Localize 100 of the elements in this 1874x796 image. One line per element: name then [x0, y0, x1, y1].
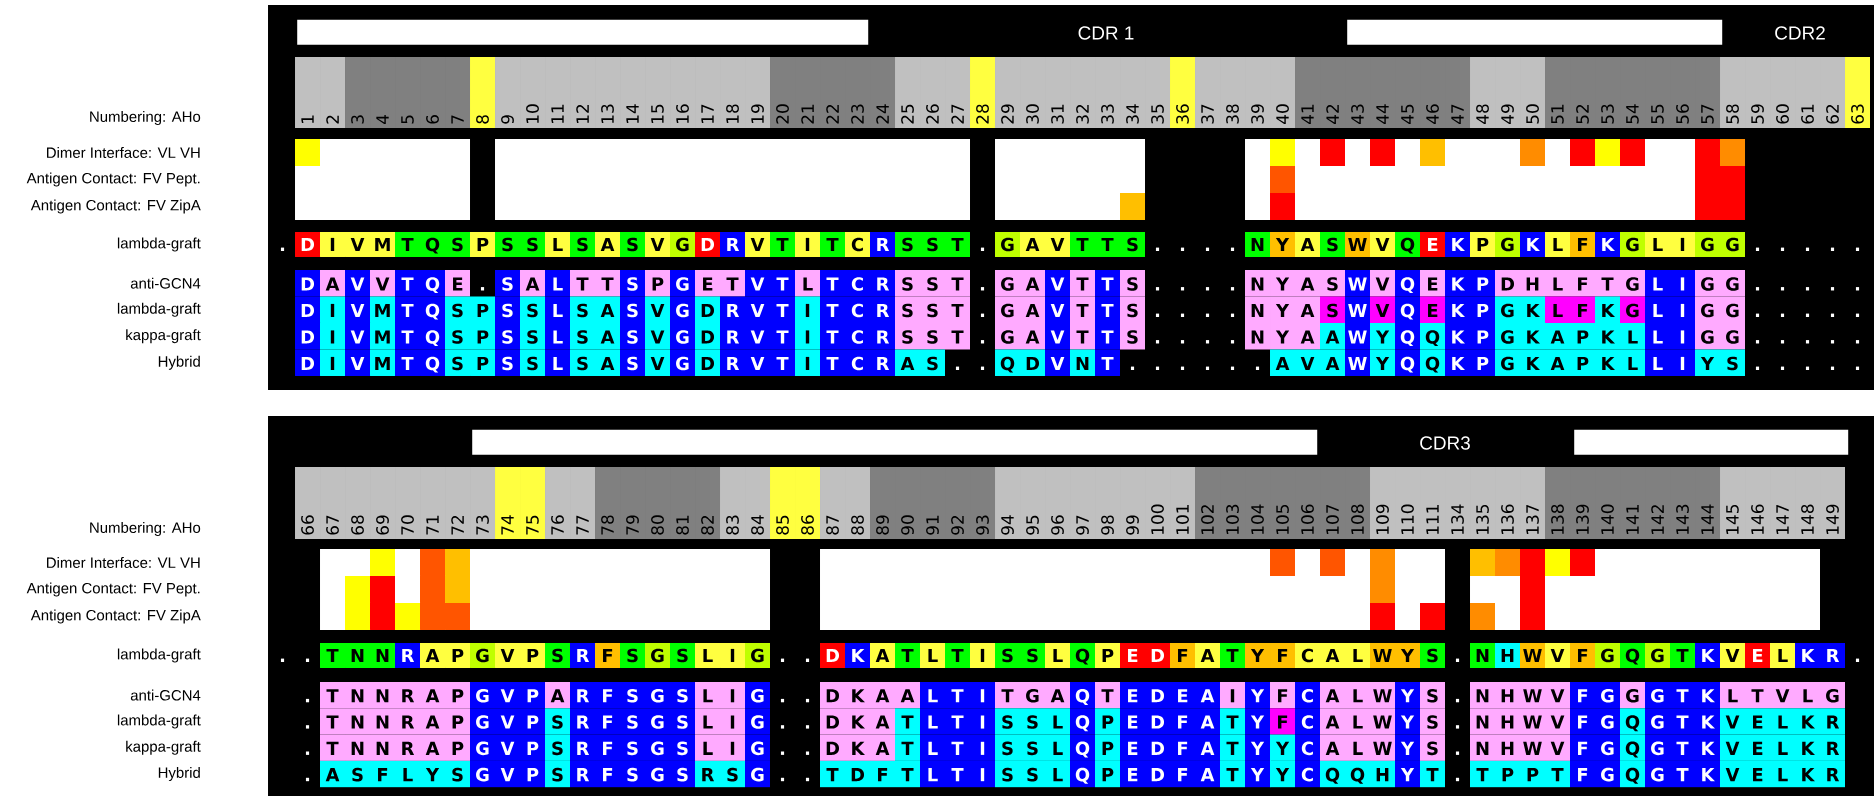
residue-cell: P: [1495, 760, 1520, 788]
residue-cell: Y: [1270, 760, 1295, 788]
residue-cell: T: [820, 760, 845, 788]
number-cell: 66: [295, 467, 320, 539]
residue-cell: L: [1770, 760, 1795, 788]
gap-dot: .: [1805, 287, 1810, 291]
residue-cell: G: [1495, 296, 1520, 323]
residue-cell: K: [1445, 232, 1470, 257]
number-cell: 145: [1720, 467, 1745, 539]
residue-cell: A: [420, 682, 445, 709]
residue-cell: E: [1120, 734, 1145, 761]
residue-cell: Y: [1270, 296, 1295, 323]
residue-cell: T: [1670, 708, 1695, 735]
residue-cell: Q: [1070, 643, 1095, 668]
residue-cell: P: [1095, 708, 1120, 735]
residue-cell: L: [695, 682, 720, 709]
gap-dot: .: [1755, 340, 1760, 344]
residue-cell: V: [745, 296, 770, 323]
residue-cell: A: [1545, 349, 1570, 376]
residue-cell: T: [320, 708, 345, 735]
residue-cell: A: [1020, 232, 1045, 257]
gap-dot: .: [305, 658, 310, 662]
row-label: Numbering: AHo: [90, 111, 201, 125]
number-cell: 20: [770, 57, 795, 128]
residue-cell: Q: [420, 270, 445, 297]
residue-cell: G: [645, 682, 670, 709]
residue-cell: G: [1620, 296, 1645, 323]
residue-cell: I: [720, 708, 745, 735]
number-cell: 74: [495, 467, 520, 539]
residue-cell: A: [870, 734, 895, 761]
row-label: Antigen Contact: FV ZipA: [30, 199, 201, 214]
number-cell: 71: [420, 467, 445, 539]
residue-cell: S: [995, 708, 1020, 735]
residue-cell: T: [945, 708, 970, 735]
residue-cell: S: [1120, 270, 1145, 297]
number-cell: 80: [645, 467, 670, 539]
number-cell: 31: [1045, 57, 1070, 128]
residue-cell: T: [395, 349, 420, 376]
residue-cell: L: [1545, 232, 1570, 257]
residue-cell: V: [345, 270, 370, 297]
region-bar: [1574, 429, 1849, 455]
residue-cell: I: [720, 734, 745, 761]
residue-cell: S: [545, 708, 570, 735]
number-cell: 52: [1570, 57, 1595, 128]
residue-cell: S: [570, 323, 595, 350]
residue-cell: A: [420, 734, 445, 761]
number-cell: 89: [870, 467, 895, 539]
gap-dot: .: [1155, 366, 1160, 370]
residue-cell: E: [1120, 760, 1145, 788]
gap-dot: .: [1180, 313, 1185, 317]
gap-dot: .: [1180, 287, 1185, 291]
number-cell: 82: [695, 467, 720, 539]
residue-cell: R: [870, 349, 895, 376]
residue-cell: K: [1595, 232, 1620, 257]
residue-cell: Q: [995, 349, 1020, 376]
residue-cell: L: [1045, 760, 1070, 788]
residue-cell: R: [570, 708, 595, 735]
residue-cell: K: [1520, 349, 1545, 376]
number-cell: 28: [970, 57, 995, 128]
row-label: lambda-graft: [117, 714, 201, 729]
residue-cell: K: [1695, 682, 1720, 709]
residue-cell: R: [1820, 734, 1845, 761]
gap-dot: .: [1805, 340, 1810, 344]
residue-cell: P: [470, 349, 495, 376]
residue-cell: W: [1345, 349, 1370, 376]
residue-cell: R: [870, 232, 895, 257]
number-cell: 29: [995, 57, 1020, 128]
gap-dot: .: [980, 287, 985, 291]
number-cell: 146: [1745, 467, 1770, 539]
residue-cell: S: [620, 708, 645, 735]
residue-cell: A: [320, 760, 345, 788]
residue-cell: F: [595, 643, 620, 668]
residue-cell: V: [1720, 734, 1745, 761]
residue-cell: N: [1245, 296, 1270, 323]
residue-cell: A: [895, 349, 920, 376]
residue-cell: T: [770, 232, 795, 257]
residue-cell: A: [320, 270, 345, 297]
residue-cell: S: [620, 734, 645, 761]
number-cell: 107: [1320, 467, 1345, 539]
residue-cell: V: [1545, 643, 1570, 668]
residue-cell: I: [970, 734, 995, 761]
residue-cell: S: [445, 296, 470, 323]
gap-dot: .: [1855, 313, 1860, 317]
number-cell: 101: [1170, 467, 1195, 539]
residue-cell: N: [1470, 643, 1495, 668]
residue-cell: I: [795, 232, 820, 257]
residue-cell: W: [1520, 682, 1545, 709]
residue-cell: S: [620, 643, 645, 668]
number-cell: 23: [845, 57, 870, 128]
residue-cell: S: [445, 349, 470, 376]
residue-cell: S: [1420, 643, 1445, 668]
number-cell: 138: [1545, 467, 1570, 539]
residue-cell: L: [545, 323, 570, 350]
residue-cell: R: [720, 232, 745, 257]
residue-cell: W: [1345, 296, 1370, 323]
residue-cell: G: [745, 682, 770, 709]
residue-cell: S: [445, 232, 470, 257]
gap-dot: .: [1855, 287, 1860, 291]
residue-cell: A: [1295, 270, 1320, 297]
residue-cell: E: [1745, 708, 1770, 735]
